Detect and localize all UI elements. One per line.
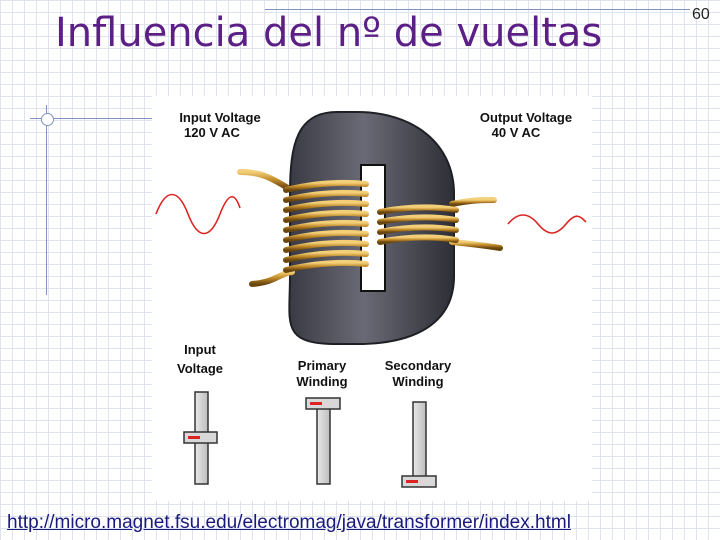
primary-winding-slider-thumb[interactable] <box>305 397 341 410</box>
decor-line-vertical <box>46 105 47 295</box>
slider-input-label-line1: Input <box>184 342 216 357</box>
decor-circle <box>41 113 54 126</box>
transformer-figure: Input Voltage 120 V AC Output Voltage 40… <box>152 96 592 501</box>
input-voltage-value: 120 V AC <box>184 125 240 140</box>
output-voltage-value: 40 V AC <box>492 125 541 140</box>
primary-winding <box>283 179 369 273</box>
output-voltage-label: Output Voltage <box>480 110 572 125</box>
slider-input-label-line2: Voltage <box>177 361 223 376</box>
decor-line-top <box>265 9 690 10</box>
decor-line-horizontal <box>30 118 160 119</box>
primary-lead-top <box>237 169 291 191</box>
input-sine-wave <box>155 193 241 235</box>
secondary-winding-slider-thumb[interactable] <box>401 475 437 488</box>
source-link[interactable]: http://micro.magnet.fsu.edu/electromag/j… <box>7 512 571 533</box>
slider-secondary-label-line1: Secondary <box>385 358 452 373</box>
slider-primary-label-line2: Winding <box>296 374 347 389</box>
slide-number: 60 <box>692 6 710 23</box>
secondary-lead-bottom <box>449 239 503 251</box>
input-voltage-slider-thumb[interactable] <box>183 431 218 444</box>
secondary-winding <box>377 204 459 245</box>
secondary-lead-top <box>449 197 497 207</box>
secondary-winding-slider[interactable] <box>401 401 437 488</box>
output-sine-wave <box>507 214 587 234</box>
primary-lead-bottom <box>249 269 295 287</box>
primary-winding-slider[interactable] <box>305 397 341 485</box>
slider-primary-label-line1: Primary <box>298 358 347 373</box>
slide-title: Influencia del nº de vueltas <box>55 10 603 56</box>
input-voltage-label: Input Voltage <box>179 110 260 125</box>
transformer-diagram: Input Voltage 120 V AC Output Voltage 40… <box>155 110 587 488</box>
slider-secondary-label-line2: Winding <box>392 374 443 389</box>
input-voltage-slider[interactable] <box>183 391 218 485</box>
